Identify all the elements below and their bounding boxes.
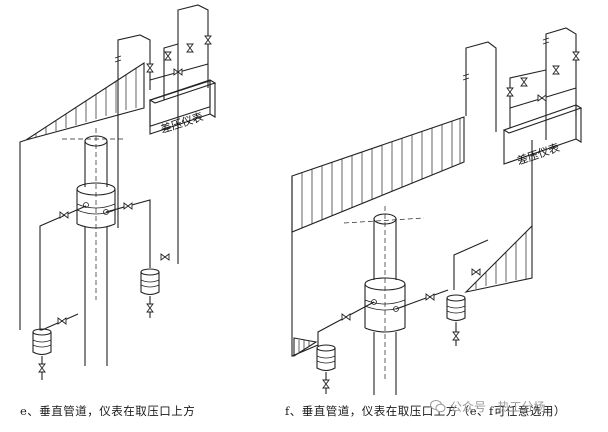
diagram-f-impulse-lines [291,27,580,357]
diagram-e: 差压仪表 [19,4,217,380]
diagram-e-meter-label: 差压仪表 [159,109,205,136]
diagram-f-hatch-lower [464,224,533,293]
diagram-e-hatch [25,61,145,141]
diagram-f: 差压仪表 [291,27,583,395]
watermark-text: 公众号 · 热工分场 [450,400,546,414]
diagram-f-caption: f、垂直管道，仪表在取压口上方（e、f可任意选用） [285,404,566,418]
diagram-f-chambers [316,294,466,394]
diagram-f-meter: 差压仪表 [502,104,583,168]
diagram-f-meter-label: 差压仪表 [515,140,561,168]
diagram-e-caption: e、垂直管道，仪表在取压口上方 [20,404,196,418]
diagram-f-pipe [343,206,425,395]
diagram-e-impulse-lines [19,4,212,331]
wechat-icon [430,400,446,413]
diagram-e-pipe [62,128,124,366]
diagram-e-meter: 差压仪表 [148,79,217,136]
diagram-e-chambers [32,253,170,380]
diagram-f-hatch-small [293,337,318,358]
watermark: 公众号 · 热工分场 [430,398,545,415]
